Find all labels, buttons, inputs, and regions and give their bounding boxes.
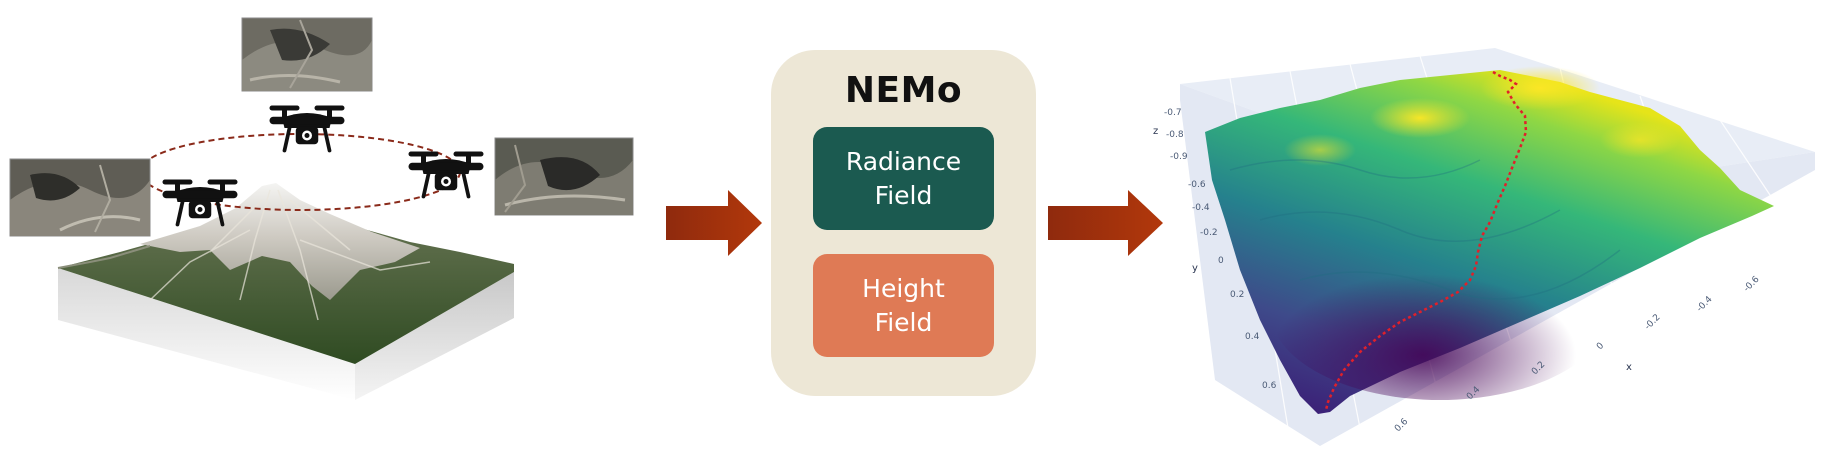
- satellite-image-right: [494, 137, 634, 216]
- peak-highlight-1: [1480, 66, 1600, 110]
- y-tick-3: -0.2: [1200, 228, 1218, 238]
- terrain-left-edge: [57, 245, 151, 269]
- mountain-terrain-image: [57, 183, 514, 400]
- peak-highlight-4: [1284, 134, 1356, 166]
- radiance-field-label: Radiance Field: [845, 146, 962, 210]
- satellite-image-top: [241, 17, 373, 92]
- y-tick-5: 0.2: [1230, 290, 1244, 300]
- peak-highlight-3: [1600, 122, 1680, 158]
- terrain-forest-surface: [58, 188, 514, 364]
- height-field-box: Height Field: [813, 254, 994, 357]
- z-axis-label: z: [1153, 126, 1158, 137]
- arrow-right-icon-1: [666, 190, 762, 256]
- terrain-snow-surface: [140, 183, 420, 300]
- z-tick-3: -0.9: [1170, 152, 1188, 162]
- terrain-contours: [1229, 159, 1621, 300]
- height-field-label: Height Field: [862, 273, 945, 337]
- drone-icon-right: [406, 149, 486, 199]
- radiance-field-box: Radiance Field: [813, 127, 994, 230]
- x-axis-label: x: [1626, 362, 1632, 373]
- terrain-block-front-wall: [58, 268, 355, 400]
- nemo-title: NEMo: [844, 70, 963, 111]
- terrain-surface-plot: z -0.7 -0.8 -0.9 y -0.6 -0.4 -0.2 0 0.2 …: [1153, 48, 1815, 446]
- nemo-model-box: NEMo Radiance Field Height Field: [771, 50, 1036, 396]
- z-tick-1: -0.7: [1164, 108, 1182, 118]
- drone-icon-top: [267, 103, 347, 153]
- x-tick-4: 0: [1595, 341, 1606, 352]
- x-tick-7: -0.6: [1742, 274, 1762, 294]
- terrain-ridge-lines: [149, 189, 431, 321]
- terrain-block-right-wall: [355, 272, 514, 400]
- y-tick-6: 0.4: [1245, 332, 1260, 342]
- valley-shading: [1270, 220, 1610, 400]
- y-tick-4: 0: [1218, 256, 1224, 266]
- y-tick-1: -0.6: [1188, 180, 1206, 190]
- y-tick-7: 0.6: [1262, 381, 1277, 391]
- satellite-image-left: [9, 158, 151, 237]
- arrow-right-icon-2: [1048, 190, 1163, 256]
- x-tick-6: -0.4: [1695, 294, 1715, 314]
- x-tick-1: 0.6: [1393, 417, 1410, 434]
- z-tick-2: -0.8: [1166, 130, 1184, 140]
- y-axis-label: y: [1192, 263, 1198, 274]
- x-tick-5: -0.2: [1643, 313, 1662, 332]
- peak-highlight-2: [1370, 98, 1470, 138]
- y-tick-2: -0.4: [1192, 203, 1210, 213]
